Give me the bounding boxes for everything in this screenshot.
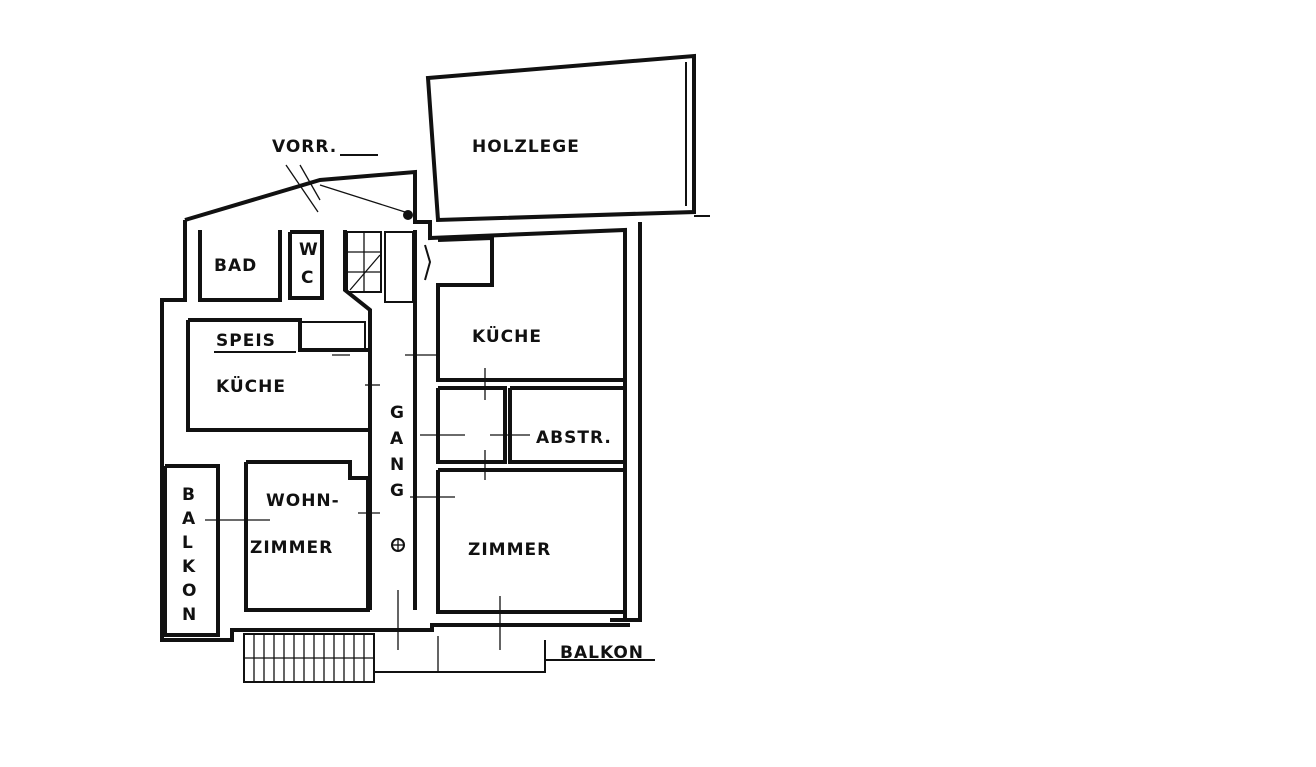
gang-letter: A	[390, 429, 404, 449]
gang-letter: G	[390, 403, 405, 423]
label-wohnzimmer-line2: ZIMMER	[250, 538, 333, 558]
gang-letter: N	[390, 455, 405, 475]
label-balkon-bottom: BALKON	[560, 643, 644, 663]
label-bad: BAD	[214, 256, 257, 276]
label-wc-w: W	[299, 240, 319, 260]
label-holzlege: HOLZLEGE	[472, 137, 580, 157]
door-markers	[205, 154, 530, 650]
gang-letter: G	[390, 481, 405, 501]
label-vorraum: VORR.	[272, 137, 337, 157]
inner-stair	[346, 231, 414, 303]
label-kueche-right: KÜCHE	[472, 325, 542, 347]
entrance-stairs	[243, 633, 655, 683]
label-zimmer: ZIMMER	[468, 540, 551, 560]
balkon-letter: K	[182, 557, 196, 577]
balkon-letter: A	[182, 509, 196, 529]
label-kueche-left: KÜCHE	[216, 375, 286, 397]
label-gang: G A N G	[390, 403, 405, 501]
balkon-letter: L	[182, 533, 194, 553]
label-abstellraum: ABSTR.	[536, 428, 612, 448]
label-wc-c: C	[301, 268, 314, 288]
balkon-letter: N	[182, 605, 197, 625]
balkon-letter: B	[182, 485, 196, 505]
label-balkon-left: B A L K O N	[182, 485, 197, 625]
label-speis: SPEIS	[216, 331, 276, 351]
building-walls	[160, 169, 642, 642]
label-wohnzimmer-line1: WOHN-	[266, 491, 340, 511]
holzlege-room	[425, 53, 710, 223]
balkon-letter: O	[182, 581, 197, 601]
